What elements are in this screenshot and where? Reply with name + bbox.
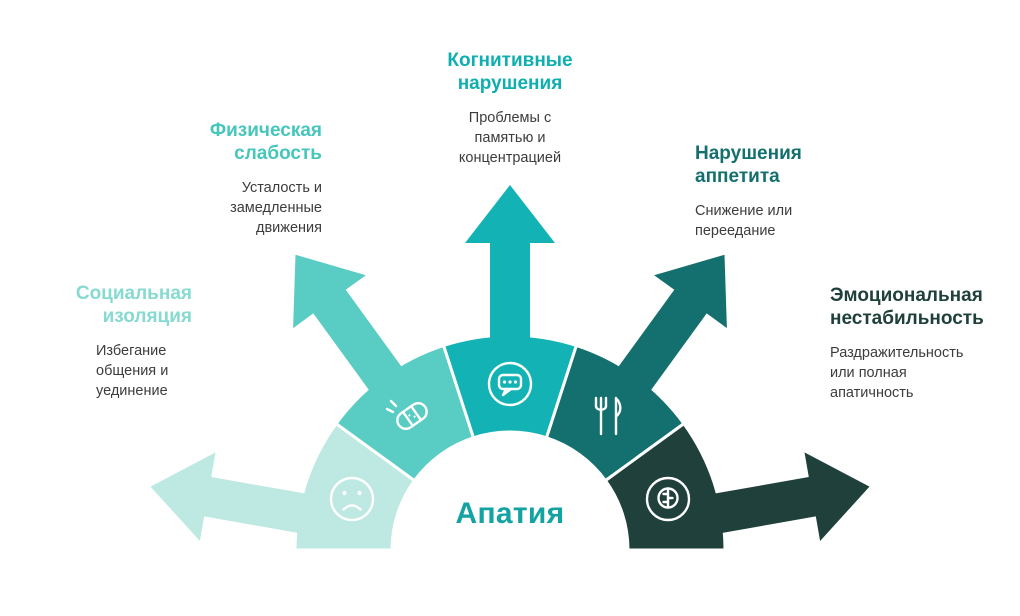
section-description-cognitive-impairment: Проблемы с памятью и концентрацией xyxy=(458,109,562,166)
section-label-physical-weakness: Физическая слабость Усталость и замедлен… xyxy=(172,120,322,238)
bandage-icon xyxy=(385,399,428,431)
segments-layer xyxy=(293,333,727,552)
diagram-title: Апатия xyxy=(455,497,565,530)
section-label-cognitive-impairment: Когнитивные нарушения Проблемы с памятью… xyxy=(420,50,600,168)
section-label-emotional-instability: Эмоциональная нестабильность Раздражител… xyxy=(830,285,1010,403)
arrow-appetite-disorders xyxy=(605,254,727,409)
icons-layer xyxy=(329,361,691,522)
section-description-appetite-disorders: Снижение или переедание xyxy=(695,202,793,239)
segment-emotional-instability xyxy=(603,421,727,552)
section-label-appetite-disorders: Нарушения аппетита Снижение или переедан… xyxy=(695,143,845,241)
section-label-social-isolation: Социальная изоляция Избегание общения и … xyxy=(40,283,192,401)
sad-face-icon xyxy=(329,476,375,522)
brain-head-icon xyxy=(645,476,691,522)
arrows-layer xyxy=(150,185,870,541)
section-heading-emotional-instability: Эмоциональная нестабильность xyxy=(830,285,984,329)
section-heading-physical-weakness: Физическая слабость xyxy=(209,120,322,164)
arrow-emotional-instability xyxy=(693,452,870,541)
section-description-social-isolation: Избегание общения и уединение xyxy=(96,342,169,399)
section-description-emotional-instability: Раздражительность или полная апатичность xyxy=(830,344,964,401)
section-heading-social-isolation: Социальная изоляция xyxy=(75,283,192,327)
cutlery-icon xyxy=(594,396,622,436)
speech-head-icon xyxy=(487,361,533,407)
section-heading-cognitive-impairment: Когнитивные нарушения xyxy=(447,50,573,94)
section-description-physical-weakness: Усталость и замедленные движения xyxy=(230,179,322,236)
arrow-cognitive-impairment xyxy=(465,185,555,360)
arrow-social-isolation xyxy=(150,452,327,541)
section-heading-appetite-disorders: Нарушения аппетита xyxy=(695,143,802,187)
arrow-physical-weakness xyxy=(293,254,415,409)
